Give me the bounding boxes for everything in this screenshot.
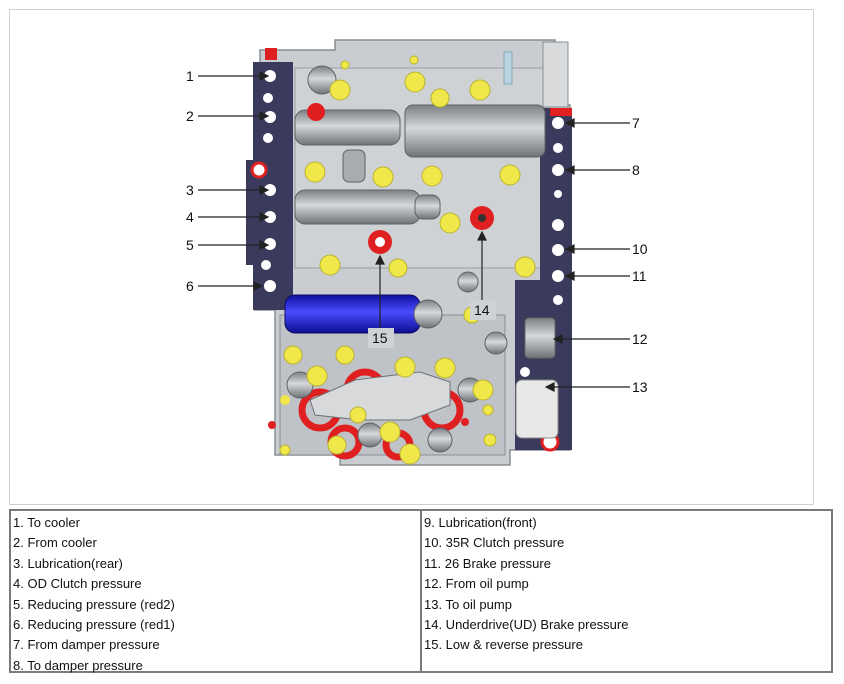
legend-item: 4. OD Clutch pressure: [13, 576, 142, 592]
top-right-bracket: [542, 41, 569, 108]
oil-pump-port-from: [524, 317, 556, 359]
legend-item: 2. From cooler: [13, 535, 97, 551]
valve-body-diagram: 1 2 3 4 5 6 7 8 10 11 12 13 14 15: [186, 39, 648, 466]
valve-body-figure: 1 2 3 4 5 6 7 8 10 11 12 13 14 15: [9, 9, 814, 505]
callout-10: 10: [632, 241, 648, 257]
legend-item: 5. Reducing pressure (red2): [13, 596, 175, 612]
red-port-top: [307, 103, 325, 121]
lower-link-plate: [309, 371, 451, 421]
legend-item: 10. 35R Clutch pressure: [424, 535, 565, 551]
valve-mid: [294, 189, 421, 225]
legend-column-right: 9. Lubrication(front) 10. 35R Clutch pre…: [422, 511, 831, 671]
callout-12: 12: [632, 331, 648, 347]
legend-item: 7. From damper pressure: [13, 637, 160, 653]
valve-mid-end: [414, 194, 441, 220]
legend-item: 15. Low & reverse pressure: [424, 637, 583, 653]
callout-11: 11: [632, 268, 647, 284]
left-gasket-notch: [246, 160, 260, 265]
callout-1: 1: [186, 68, 194, 84]
pipe: [503, 51, 513, 85]
callout-14: 14: [474, 302, 490, 318]
legend-item: 14. Underdrive(UD) Brake pressure: [424, 616, 629, 632]
oil-pump-port-to: [515, 379, 559, 439]
solenoid-long-top: [404, 104, 546, 158]
legend-item: 12. From oil pump: [424, 576, 529, 592]
callout-4: 4: [186, 209, 194, 225]
legend-table: 1. To cooler 2. From cooler 3. Lubricati…: [9, 509, 833, 673]
callout-7: 7: [632, 115, 640, 131]
callout-15: 15: [372, 330, 388, 346]
callout-3: 3: [186, 182, 194, 198]
callout-2: 2: [186, 108, 194, 124]
legend-item: 9. Lubrication(front): [424, 515, 537, 530]
solenoid-blue: [284, 294, 421, 334]
legend-item: 13. To oil pump: [424, 596, 512, 612]
legend-column-left: 1. To cooler 2. From cooler 3. Lubricati…: [11, 511, 422, 673]
legend-item: 11. 26 Brake pressure: [424, 555, 551, 571]
legend-item: 8. To damper pressure: [13, 657, 143, 673]
callout-5: 5: [186, 237, 194, 253]
legend-item: 3. Lubrication(rear): [13, 555, 123, 571]
callout-13: 13: [632, 379, 648, 395]
callout-6: 6: [186, 278, 194, 294]
legend-item: 6. Reducing pressure (red1): [13, 616, 175, 632]
legend-item: 1. To cooler: [13, 515, 80, 530]
callout-8: 8: [632, 162, 640, 178]
